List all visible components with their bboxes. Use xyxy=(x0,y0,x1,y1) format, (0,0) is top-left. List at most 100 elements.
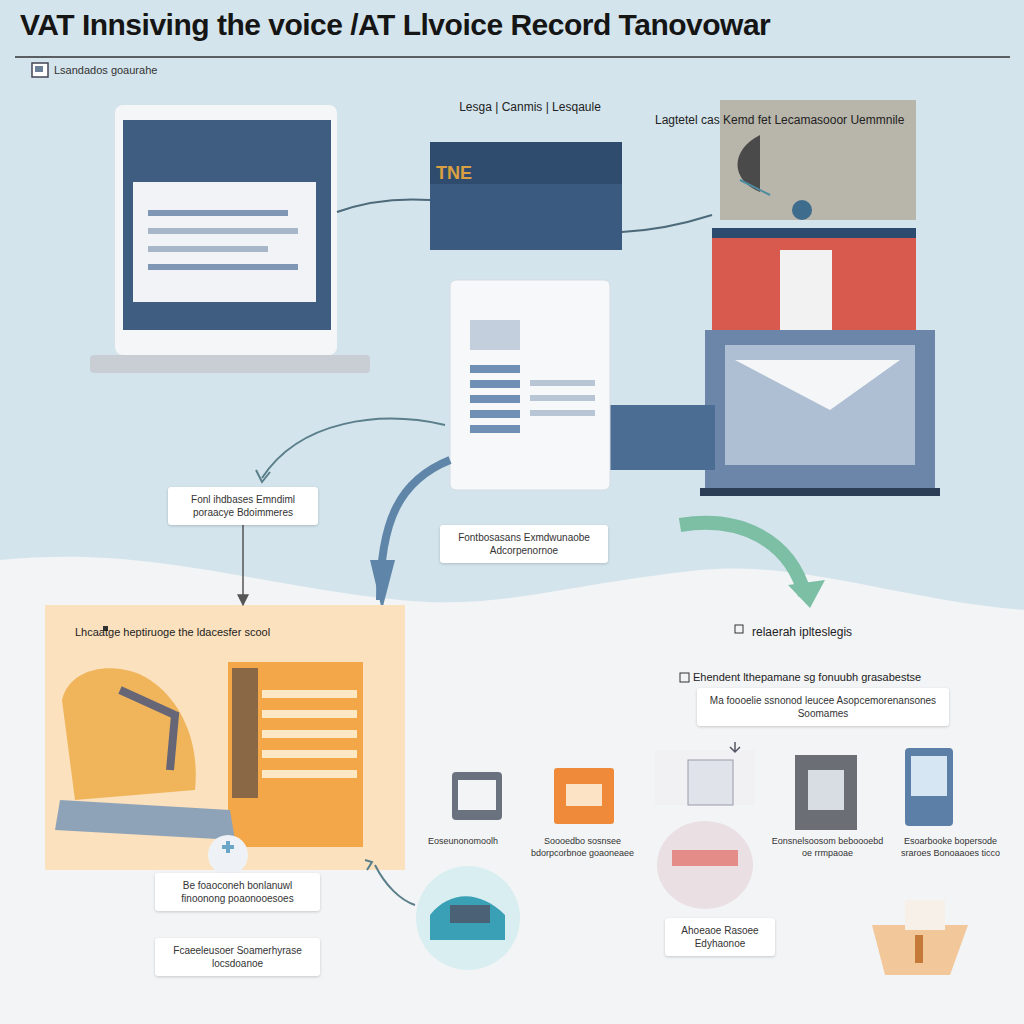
illustration-shape xyxy=(915,935,923,963)
illustration-shape xyxy=(872,925,968,975)
text-label: Lagtetel cas Kemd fet Lecamasooor Uemmni… xyxy=(655,113,1010,129)
illustration-shape xyxy=(365,860,372,870)
illustration-shape xyxy=(458,780,496,810)
illustration-shape xyxy=(730,742,740,752)
illustration-shape xyxy=(470,365,520,373)
illustration-shape xyxy=(430,142,622,250)
illustration-shape xyxy=(566,784,602,806)
illustration-shape xyxy=(680,673,689,682)
text-label: Lesga | Canmis | Lesqaule xyxy=(420,100,640,116)
illustration-shape xyxy=(530,380,595,386)
illustration-shape xyxy=(470,380,520,388)
text-label: Eonsnelsoosom beboooebd oe rrmpaoae xyxy=(770,836,885,859)
illustration-shape xyxy=(911,756,947,796)
box-text: Ma foooelie ssnonod leucee Asopcemorenan… xyxy=(705,694,941,720)
illustration-shape xyxy=(470,410,520,418)
illustration-shape xyxy=(795,755,857,830)
illustration-shape xyxy=(530,410,595,416)
illustration-shape xyxy=(470,395,520,403)
box-text: Fcaeeleusoer Soamerhyrase locsdoanoe xyxy=(163,944,312,970)
illustration-shape xyxy=(905,748,953,826)
text-box: Ahoeaoe Rasoee Edyhaonoe xyxy=(665,918,775,956)
illustration-shape xyxy=(35,66,43,72)
illustration-shape xyxy=(788,580,825,608)
illustration-shape xyxy=(450,905,490,923)
box-text: Fontbosasans Exmdwunaobe Adcorpenornoe xyxy=(448,531,600,557)
illustration-shape xyxy=(115,105,337,355)
illustration-shape xyxy=(133,182,316,302)
illustration-shape xyxy=(416,866,520,970)
text-label: Soooedbo sosnsee bdorpcorbnoe goaoneaee xyxy=(520,836,645,859)
box-text: Be foaoconeh bonlanuwl finoonong poaonoo… xyxy=(163,879,312,905)
illustration-shape xyxy=(262,770,357,778)
illustration-shape xyxy=(688,760,733,805)
box-text: Fonl ihdbases Emndiml poraacye Bdoimmere… xyxy=(176,493,310,519)
illustration-shape xyxy=(123,120,331,330)
illustration-shape xyxy=(370,560,395,610)
illustration-shape xyxy=(470,425,520,433)
illustration-shape xyxy=(808,770,844,810)
illustration-shape xyxy=(120,690,175,770)
illustration-shape xyxy=(452,772,502,820)
illustration-shape xyxy=(740,180,770,195)
illustration-shape xyxy=(712,228,916,238)
text-box: Fontbosasans Exmdwunaobe Adcorpenornoe xyxy=(440,525,608,563)
illustration-shape xyxy=(655,750,755,805)
illustration-shape xyxy=(622,215,712,232)
illustration-shape xyxy=(55,800,235,840)
illustration-shape xyxy=(148,228,298,234)
flow-arrow xyxy=(242,525,244,605)
illustration-shape xyxy=(554,768,614,824)
illustration-shape xyxy=(262,750,357,758)
illustration-shape xyxy=(780,250,832,342)
illustration-shape xyxy=(222,841,234,853)
illustration-shape xyxy=(657,821,753,909)
text-label: Eoseunonomoolh xyxy=(388,836,538,848)
illustration-shape xyxy=(262,419,445,478)
illustration-shape xyxy=(680,523,805,595)
text-label: Lsandados goaurahe xyxy=(54,63,274,77)
illustration-shape xyxy=(905,900,945,930)
illustration-shape xyxy=(148,246,268,252)
illustration-shape xyxy=(262,730,357,738)
illustration-shape xyxy=(62,668,196,800)
text-box: Be foaoconeh bonlanuwl finoonong poaonoo… xyxy=(155,873,320,911)
text-label: Esoarbooke bopersode sraroes Bonoaaoes t… xyxy=(888,836,1013,859)
illustration-shape xyxy=(262,710,357,718)
text-label: Ehendent lthepamane sg fonuubh grasabest… xyxy=(693,670,1003,684)
illustration-shape xyxy=(735,360,900,410)
illustration-shape xyxy=(262,690,357,698)
illustration-shape xyxy=(148,264,298,270)
illustration-shape xyxy=(375,865,415,905)
illustration-shape xyxy=(45,605,405,870)
illustration-shape xyxy=(256,470,270,482)
illustration-shape xyxy=(735,625,743,633)
illustration-shape xyxy=(148,210,288,216)
text-label: TNE xyxy=(436,162,556,185)
illustration-shape xyxy=(90,355,370,373)
illustration-shape xyxy=(450,280,610,490)
box-text: Lhcaatge heptiruoge the ldacesfer scool xyxy=(75,625,375,639)
text-box: Fcaeeleusoer Soamerhyrase locsdoanoe xyxy=(155,938,320,976)
illustration-shape xyxy=(700,488,940,496)
box-text: Ahoeaoe Rasoee Edyhaonoe xyxy=(673,924,767,950)
illustration-shape xyxy=(208,835,248,875)
illustration-shape xyxy=(32,63,48,77)
text-label: relaerah iplteslegis xyxy=(752,625,982,641)
illustration-shape xyxy=(792,200,812,220)
illustration-shape xyxy=(337,199,430,212)
illustration-shape xyxy=(232,668,258,798)
illustration-shape xyxy=(430,896,505,940)
panel-region: Lhcaatge heptiruoge the ldacesfer scool xyxy=(45,605,405,870)
text-box: Ma foooelie ssnonod leucee Asopcemorenan… xyxy=(697,688,949,726)
illustration-shape xyxy=(705,330,935,495)
illustration-shape xyxy=(672,850,738,866)
illustration-shape xyxy=(228,662,363,847)
illustration-shape xyxy=(0,0,1024,610)
illustration-shape xyxy=(725,345,915,465)
illustration-shape xyxy=(15,56,1010,58)
illustration-shape xyxy=(530,395,595,401)
